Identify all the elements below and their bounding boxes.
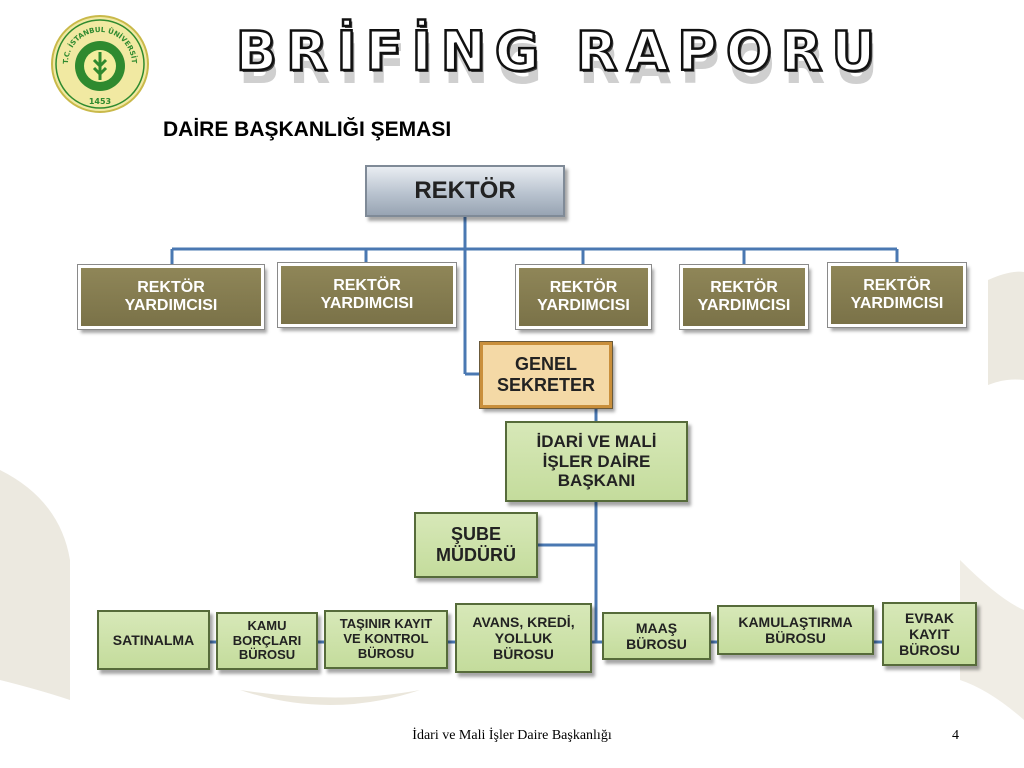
rektor-label: REKTÖR [414, 177, 516, 205]
logo-year: 1453 [89, 97, 111, 106]
footer-text: İdari ve Mali İşler Daire Başkanlığı [412, 728, 612, 743]
rektor-yardimcisi-label: REKTÖR YARDIMCISI [697, 278, 791, 314]
rektor-yardimcisi-label: REKTÖR YARDIMCISI [124, 278, 218, 314]
buro-label: AVANS, KREDİ, YOLLUK BÜROSU [472, 613, 575, 663]
daire-baskani-box: İDARİ VE MALİ İŞLER DAİRE BAŞKANI [505, 421, 688, 502]
buro-box-evrak-kayit: EVRAK KAYIT BÜROSU [882, 602, 977, 666]
rektor-yardimcisi-box-2: REKTÖR YARDIMCISI [277, 262, 457, 328]
buro-box-tasinir-kayit: TAŞINIR KAYIT VE KONTROL BÜROSU [324, 610, 448, 669]
sube-muduru-label: ŞUBE MÜDÜRÜ [436, 524, 516, 565]
buro-label: KAMULAŞTIRMA BÜROSU [738, 613, 853, 646]
rektor-yardimcisi-label: REKTÖR YARDIMCISI [537, 278, 630, 314]
buro-label: TAŞINIR KAYIT VE KONTROL BÜROSU [339, 616, 433, 661]
buro-box-satinalma: SATINALMA [97, 610, 210, 670]
genel-sekreter-box: GENEL SEKRETER [479, 341, 613, 409]
genel-sekreter-label: GENEL SEKRETER [496, 354, 595, 395]
buro-label: MAAŞ BÜROSU [626, 619, 687, 652]
page-number: 4 [952, 728, 959, 743]
rektor-yardimcisi-box-5: REKTÖR YARDIMCISI [827, 262, 967, 328]
rektor-yardimcisi-box-3: REKTÖR YARDIMCISI [515, 264, 652, 330]
rektor-yardimcisi-label: REKTÖR YARDIMCISI [320, 276, 414, 312]
daire-baskani-label: İDARİ VE MALİ İŞLER DAİRE BAŞKANI [536, 432, 657, 491]
buro-box-avans-kredi: AVANS, KREDİ, YOLLUK BÜROSU [455, 603, 592, 673]
buro-box-kamu-borclari: KAMU BORÇLARI BÜROSU [216, 612, 318, 670]
diagram-subtitle: DAİRE BAŞKANLIĞI ŞEMASI [163, 118, 452, 141]
buro-label: SATINALMA [112, 631, 195, 648]
page-title: BRİFİNG RAPORU [235, 19, 885, 85]
rektor-box: REKTÖR [365, 165, 565, 217]
university-logo: T.C. İSTANBUL ÜNİVERSİTESİ 1453 [47, 7, 150, 114]
rektor-yardimcisi-label: REKTÖR YARDIMCISI [850, 276, 944, 312]
buro-label: KAMU BORÇLARI BÜROSU [232, 617, 302, 663]
buro-box-kamulastirma: KAMULAŞTIRMA BÜROSU [717, 605, 874, 655]
buro-label: EVRAK KAYIT BÜROSU [899, 609, 960, 659]
title-shadow: BRİFİNG RAPORU [238, 33, 888, 96]
rektor-yardimcisi-box-1: REKTÖR YARDIMCISI [77, 264, 265, 330]
buro-box-maas: MAAŞ BÜROSU [602, 612, 711, 660]
rektor-yardimcisi-box-4: REKTÖR YARDIMCISI [679, 264, 809, 330]
sube-muduru-box: ŞUBE MÜDÜRÜ [414, 512, 538, 578]
